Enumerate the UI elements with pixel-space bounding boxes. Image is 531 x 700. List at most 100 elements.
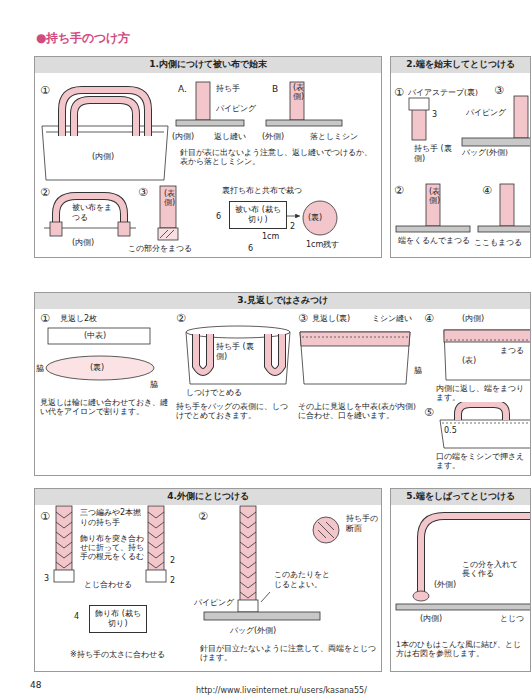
cover-cloth bbox=[118, 222, 130, 236]
step-number: ② bbox=[40, 186, 50, 199]
facing-ring bbox=[46, 356, 154, 380]
step-number: ② bbox=[198, 510, 208, 523]
wrap-cloth bbox=[54, 570, 74, 582]
annotation-label: 持ち手の断面 bbox=[346, 514, 380, 533]
section-heading: 4.外側にとじつける bbox=[35, 489, 381, 505]
annotation-label: 持ち手 bbox=[216, 84, 240, 94]
handle-outline bbox=[56, 196, 124, 236]
bag-edge bbox=[204, 612, 320, 620]
annotation-label: 持ち手 (裏側) bbox=[414, 144, 458, 163]
step-number: ② bbox=[176, 312, 186, 325]
annotation-label: (裏) bbox=[308, 213, 322, 223]
step-number: ① bbox=[40, 312, 50, 325]
handle-outline bbox=[421, 516, 531, 600]
leader-line bbox=[261, 592, 270, 602]
annotation-label: 飾り布を突き合わせに折って、持ち手の根元をくるむ bbox=[80, 534, 144, 561]
annotation-label: ここもまつる bbox=[474, 238, 522, 248]
annotation-label: A. bbox=[178, 84, 187, 95]
step-number: ③ bbox=[494, 84, 504, 97]
annotation-label: (表) bbox=[462, 356, 476, 366]
handle-strap bbox=[500, 184, 514, 226]
section-heading: 2.端を始末してとじつける bbox=[391, 57, 530, 73]
knot bbox=[413, 591, 429, 601]
annotation-label: http://www.liveinternet.ru/users/kasana5… bbox=[196, 686, 367, 696]
annotation-label: とじ合わせる bbox=[84, 580, 132, 590]
step-number: ① bbox=[40, 84, 50, 97]
annotation-label: (表側) bbox=[429, 188, 437, 206]
step-number: ② bbox=[394, 184, 404, 197]
handle bbox=[56, 196, 124, 236]
stitch-line bbox=[446, 340, 531, 341]
annotation-label: (内側) bbox=[92, 152, 114, 162]
annotation-label: バッグ(外側) bbox=[462, 148, 508, 157]
bag-edge bbox=[462, 138, 531, 146]
bag-body bbox=[300, 332, 410, 384]
annotation-label: 脇 bbox=[414, 366, 422, 376]
facing-strip bbox=[48, 328, 150, 344]
annotation-label: この分を入れて長く作る bbox=[462, 560, 522, 578]
facing bbox=[444, 330, 531, 342]
handle bbox=[62, 90, 148, 136]
handle-outline bbox=[74, 100, 136, 136]
wrap-cloth bbox=[146, 570, 166, 582]
annotation-label: 返し縫い bbox=[214, 132, 246, 142]
hatch bbox=[318, 522, 334, 538]
annotation-label: 1cm残す bbox=[306, 240, 339, 250]
bag-edge bbox=[396, 226, 470, 232]
box-label: 被い布 (裁ち切り) bbox=[234, 205, 282, 224]
handle bbox=[74, 100, 136, 136]
annotation-label: 3 bbox=[44, 574, 49, 584]
annotation-label: (内側) bbox=[172, 132, 194, 142]
braided-handle bbox=[56, 506, 72, 572]
wrap-cloth bbox=[238, 600, 258, 612]
annotation-label: 2 bbox=[170, 556, 175, 566]
annotation-label: 裏打ち布と共布で裁つ bbox=[222, 186, 302, 196]
handle-strap bbox=[290, 82, 304, 120]
annotation-label: まつる bbox=[500, 346, 524, 356]
bag-body bbox=[440, 420, 531, 448]
bag-body bbox=[186, 332, 290, 384]
annotation-label: 持ち手 (裏側) bbox=[216, 342, 260, 361]
annotation-label: (裏) bbox=[90, 363, 104, 373]
bag-edge bbox=[266, 120, 342, 126]
step-number: ① bbox=[394, 86, 404, 99]
step-number: ④ bbox=[424, 312, 434, 325]
annotation-label: (中表) bbox=[84, 331, 106, 341]
handle-outline bbox=[268, 334, 282, 372]
annotation-label: (表側) bbox=[164, 190, 172, 208]
annotation-label: その上に見返しを中表(表が内側)に合わせ、口を縫います。 bbox=[298, 402, 416, 420]
annotation-label: (内側) bbox=[420, 614, 442, 624]
handle bbox=[458, 404, 506, 420]
annotation-label: 針目が表に出ないよう注意し、返し縫いでつけるか、表から落としミシン。 bbox=[180, 148, 376, 166]
annotation-label: この部分をまつる bbox=[128, 244, 192, 254]
annotation-label: とじつ bbox=[500, 614, 524, 624]
handle bbox=[268, 334, 282, 372]
annotation-label: 1cm bbox=[262, 232, 279, 242]
handle bbox=[196, 334, 210, 372]
annotation-label: 見返し(裏) bbox=[312, 314, 350, 324]
bag-body bbox=[444, 330, 531, 380]
annotation-label: (表側) bbox=[293, 84, 301, 102]
annotation-label: 4 bbox=[74, 612, 79, 622]
section-heading: 3.見返しではさみつけ bbox=[35, 293, 530, 309]
braid-pattern bbox=[240, 512, 256, 598]
annotation-label: 48 bbox=[30, 680, 41, 691]
braided-handle bbox=[148, 506, 164, 572]
annotation-label: 針目が目立たないように注意して、両端をとじつけます。 bbox=[200, 644, 376, 662]
step-number: ④ bbox=[482, 184, 492, 197]
cover-cloth bbox=[158, 228, 178, 240]
fabric-piece-box: 被い布 (裁ち切り) bbox=[229, 201, 287, 229]
annotation-label: パイピング bbox=[216, 104, 256, 114]
annotation-label: (内側) bbox=[72, 238, 94, 248]
handle bbox=[421, 516, 531, 600]
annotation-label: 1本のひもはこんな風に結び、とじ方は右図を参照します。 bbox=[396, 640, 526, 658]
arrow bbox=[286, 216, 300, 217]
annotation-label: B bbox=[272, 84, 278, 95]
handle-strap bbox=[514, 96, 528, 138]
handle-strap bbox=[426, 184, 440, 226]
annotation-label: 3 bbox=[432, 110, 437, 120]
section-panel: 2.端を始末してとじつける bbox=[390, 56, 531, 258]
